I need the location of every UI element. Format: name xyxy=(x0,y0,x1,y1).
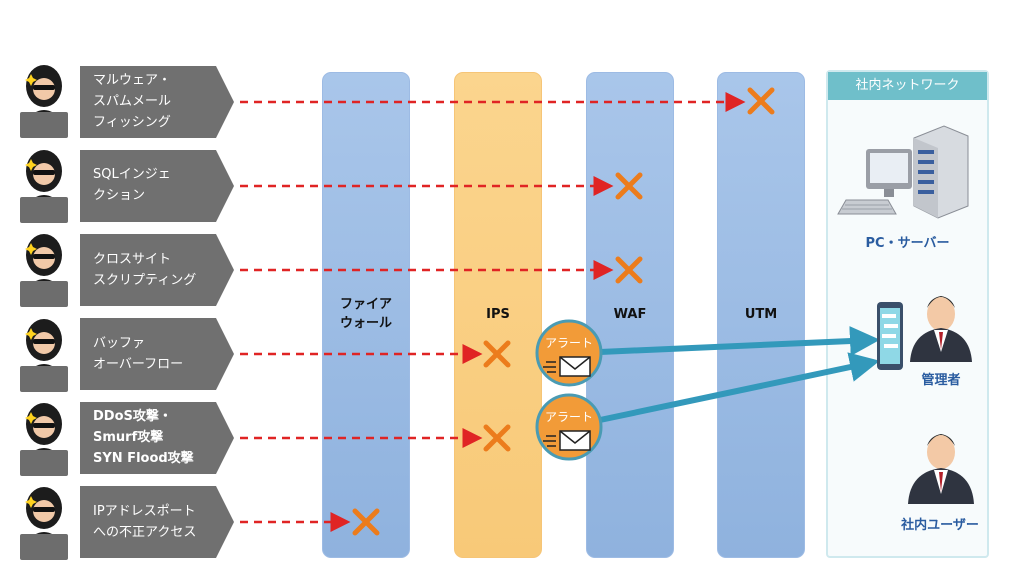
utm-column: UTM xyxy=(717,72,805,558)
smartphone-icon xyxy=(877,302,903,370)
user-label: 社内ユーザー xyxy=(901,518,979,533)
server-icon xyxy=(913,125,969,219)
internal-network-title: 社内ネットワーク xyxy=(828,72,987,100)
threat-label-xss: クロスサイト スクリプティング xyxy=(93,252,197,288)
admin-label: 管理者 xyxy=(921,373,961,388)
pc-server-label: PC・サーバー xyxy=(865,236,950,251)
threat-label-overflow: バッファ オーバーフロー xyxy=(93,336,184,372)
envelope-icon xyxy=(543,430,591,451)
ips-label: IPS xyxy=(486,307,510,322)
cross-icon xyxy=(750,90,772,112)
alert-arrow xyxy=(599,352,880,423)
threat-label-malware: マルウェア・ スパムメール フィッシング xyxy=(93,73,172,130)
alert-label: アラート xyxy=(545,336,593,350)
firewall-column: ファイア ウォール xyxy=(322,72,410,558)
threat-label-sqli: SQLインジェ クション xyxy=(93,167,171,203)
utm-label: UTM xyxy=(744,307,778,322)
firewall-label-line2: ウォール xyxy=(339,316,392,331)
admin-icon xyxy=(910,296,972,362)
firewall-label-line1: ファイア xyxy=(339,297,392,312)
alert-label: アラート xyxy=(545,410,593,424)
user-icon xyxy=(908,434,974,504)
ips-column: IPS xyxy=(454,72,542,558)
waf-label: WAF xyxy=(613,307,647,322)
pc-icon xyxy=(837,149,912,215)
cross-icon xyxy=(486,427,508,449)
cross-icon xyxy=(355,511,377,533)
alert-badge xyxy=(535,319,603,387)
cross-icon xyxy=(618,175,640,197)
threat-label-ddos: DDoS攻撃・ Smurf攻撃 SYN Flood攻撃 xyxy=(93,409,194,466)
threat-label-port-access: IPアドレスポート への不正アクセス xyxy=(93,504,197,540)
alert-badge xyxy=(535,393,603,461)
cross-icon xyxy=(486,343,508,365)
envelope-icon xyxy=(543,356,591,377)
alert-arrow xyxy=(599,326,880,357)
firewall-label: ファイア ウォール xyxy=(323,295,409,333)
waf-column: WAF xyxy=(586,72,674,558)
cross-icon xyxy=(618,259,640,281)
